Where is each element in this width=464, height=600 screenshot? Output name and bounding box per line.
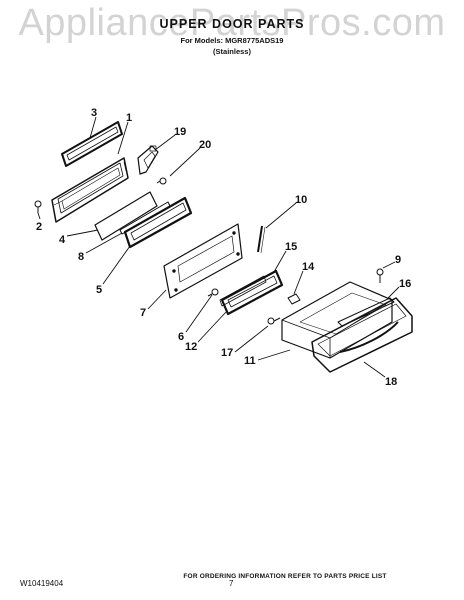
door-liner-part [281, 281, 393, 359]
callout-8: 8 [78, 251, 84, 263]
clip-part-14 [287, 293, 301, 305]
callout-15: 15 [285, 241, 297, 253]
gasket-frame-part [61, 121, 123, 167]
page-number: 7 [229, 579, 234, 588]
models-line: For Models: MGR8775ADS19 [180, 36, 284, 45]
callout-14: 14 [302, 261, 315, 273]
window-gasket-part [123, 196, 193, 249]
callout-3: 3 [91, 107, 97, 119]
callout-17: 17 [221, 347, 233, 359]
screw-part-2 [34, 200, 42, 213]
callout-1: 1 [126, 112, 132, 124]
callout-19: 19 [174, 126, 186, 138]
trim-strip-part [337, 297, 395, 327]
outer-door-panel-part [311, 297, 413, 373]
latch-strip-part [257, 225, 266, 254]
callout-18: 18 [385, 376, 397, 388]
page-title: UPPER DOOR PARTS [159, 17, 305, 31]
callout-11: 11 [244, 355, 256, 367]
screw-part-17 [267, 317, 281, 325]
screw-part-9 [376, 268, 384, 283]
variant-label: (Stainless) [213, 47, 251, 56]
callout-12: 12 [185, 341, 197, 353]
callout-labels: 3 1 19 20 2 10 4 8 5 15 14 9 16 7 6 12 1… [36, 107, 411, 388]
callout-5: 5 [96, 284, 102, 296]
callout-4: 4 [59, 234, 66, 246]
inner-door-frame-part [51, 157, 129, 223]
callout-7: 7 [140, 307, 146, 319]
leader-lines [37, 116, 400, 378]
callout-20: 20 [199, 139, 211, 151]
screw-part-20 [156, 177, 167, 185]
glass-panel-part [94, 191, 158, 241]
inner-door-panel-part [163, 223, 243, 299]
window-frame-gasket-part [220, 269, 284, 316]
callout-6: 6 [178, 331, 184, 343]
document-number: W10419404 [20, 579, 64, 588]
callout-2: 2 [36, 221, 42, 233]
callout-9: 9 [395, 254, 401, 266]
hinge-bracket-part [137, 145, 159, 175]
ordering-info-note: FOR ORDERING INFORMATION REFER TO PARTS … [183, 573, 387, 580]
callout-10: 10 [295, 194, 307, 206]
screw-part-6 [207, 288, 219, 297]
callout-16: 16 [399, 278, 411, 290]
small-panel-part [219, 275, 267, 307]
